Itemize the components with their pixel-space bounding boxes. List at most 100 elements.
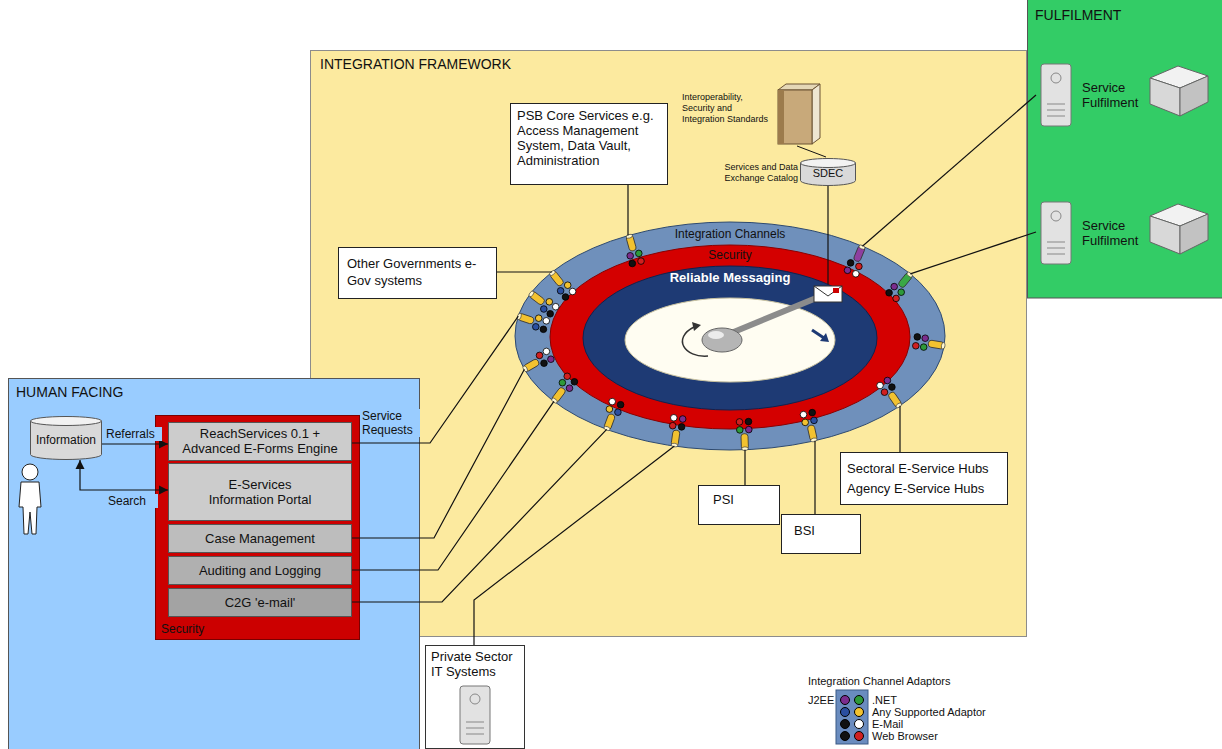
connector-line bbox=[814, 441, 815, 514]
adaptor-dot bbox=[638, 258, 645, 265]
building-icon bbox=[1150, 66, 1208, 254]
connector bbox=[828, 186, 829, 284]
adaptor-plug bbox=[741, 434, 749, 450]
adaptor-dot bbox=[886, 290, 893, 297]
node-text: Security bbox=[550, 248, 910, 262]
connector bbox=[352, 369, 524, 538]
region-panel: INTEGRATION FRAMEWORKPSB Core Services e… bbox=[310, 50, 1027, 637]
adaptor-plug bbox=[549, 270, 556, 277]
adaptor-dot bbox=[569, 288, 576, 295]
edge-label: Search bbox=[108, 494, 158, 508]
building-icon bbox=[1150, 216, 1180, 254]
adaptor-dot bbox=[844, 267, 851, 274]
adaptor-plug bbox=[807, 425, 817, 442]
node-text: ReachServices 0.1 + Advanced E-Forms Eng… bbox=[173, 426, 347, 456]
function-box: E-Services Information Portal bbox=[168, 463, 352, 521]
adaptor-plug bbox=[853, 245, 866, 262]
adaptor-plug bbox=[941, 342, 946, 349]
connector-line bbox=[352, 429, 607, 602]
server-icon bbox=[460, 686, 490, 744]
ring-band: Integration ChannelsSecurityReliable Mes… bbox=[515, 222, 945, 450]
adaptor-plug bbox=[522, 358, 540, 372]
adaptor-dot bbox=[891, 283, 898, 290]
standards-book bbox=[778, 90, 784, 144]
person-icon bbox=[22, 464, 38, 480]
legend-text: Any Supported Adaptor bbox=[872, 706, 986, 718]
adaptor-dot bbox=[636, 250, 643, 257]
connector bbox=[352, 401, 554, 570]
connector bbox=[628, 185, 629, 236]
legend-swatch bbox=[854, 695, 864, 705]
catalog-leader bbox=[797, 146, 826, 157]
server-icon bbox=[1047, 242, 1065, 243]
node-text: Information bbox=[30, 433, 102, 447]
service-box: BSI bbox=[781, 514, 861, 554]
connector-line bbox=[352, 369, 524, 538]
adaptor-dot bbox=[535, 315, 542, 322]
cylinder-top bbox=[31, 417, 102, 426]
cylinder-top bbox=[801, 159, 856, 168]
adaptor-dot bbox=[736, 419, 743, 426]
catalog-leader bbox=[797, 146, 826, 157]
adaptor-plug bbox=[551, 387, 567, 405]
node-text: C2G 'e-mail' bbox=[173, 595, 347, 610]
adaptor-dot bbox=[678, 424, 685, 431]
adaptor-dot bbox=[564, 282, 571, 289]
legend-text: .NET bbox=[872, 694, 897, 706]
node-text: Service Fulfilment bbox=[1082, 218, 1142, 248]
adaptor-plug bbox=[928, 340, 945, 350]
legend-swatch bbox=[840, 695, 850, 705]
adaptor-dot bbox=[893, 295, 900, 302]
server-icon bbox=[466, 722, 484, 723]
legend-grid bbox=[836, 690, 868, 744]
adaptor-plug bbox=[603, 413, 615, 430]
standards-book bbox=[812, 84, 820, 144]
legend-title: Integration Channel Adaptors bbox=[808, 675, 1008, 688]
server-icon bbox=[466, 734, 484, 735]
channel-adaptor bbox=[516, 234, 945, 451]
hub-illustration bbox=[814, 286, 842, 296]
node-text: SDEC bbox=[800, 167, 856, 180]
legend-grid bbox=[836, 690, 868, 744]
connector-line bbox=[497, 271, 552, 272]
server-icon bbox=[1047, 116, 1065, 117]
edge-label: Service Requests bbox=[362, 409, 420, 437]
adaptor-plug bbox=[807, 425, 818, 443]
standards-book bbox=[778, 84, 820, 144]
adaptor-plug bbox=[810, 437, 817, 442]
hub-illustration bbox=[708, 331, 724, 339]
fulfilment-system: Service Fulfilment bbox=[1036, 198, 1214, 268]
server-icon bbox=[1041, 202, 1071, 264]
adaptor-dot bbox=[546, 299, 553, 306]
hub-illustration bbox=[702, 328, 742, 352]
building-icon bbox=[1180, 214, 1208, 254]
adaptor-dot bbox=[606, 406, 613, 413]
adaptor-plug bbox=[551, 397, 558, 404]
arrow-head bbox=[159, 486, 168, 495]
adaptor-dot bbox=[669, 422, 676, 429]
node-text: HUMAN FACING bbox=[16, 384, 316, 401]
connector bbox=[900, 406, 901, 452]
person-icon bbox=[19, 482, 41, 534]
server-icon bbox=[1047, 248, 1065, 249]
connector bbox=[497, 272, 552, 273]
adaptor-dot bbox=[559, 379, 566, 386]
adaptor-plug bbox=[741, 434, 749, 451]
cylinder-body bbox=[31, 421, 102, 460]
adaptor-dot bbox=[922, 335, 929, 342]
node-text: Case Management bbox=[173, 531, 347, 546]
node-text: Reliable Messaging bbox=[583, 270, 877, 285]
adaptor-plug bbox=[529, 290, 546, 305]
hub-illustration bbox=[814, 286, 842, 302]
legend-text: J2EE bbox=[808, 694, 834, 706]
function-box: ReachServices 0.1 + Advanced E-Forms Eng… bbox=[168, 422, 352, 461]
adaptor-dot bbox=[877, 382, 884, 389]
region-panel: HUMAN FACINGSecurityReachServices 0.1 + … bbox=[8, 378, 420, 749]
adaptor-dot bbox=[847, 260, 854, 267]
adaptor-dot bbox=[629, 260, 636, 267]
connector-line bbox=[474, 446, 674, 645]
node-text: BSI bbox=[794, 523, 844, 539]
connector bbox=[352, 429, 607, 602]
server-icon bbox=[1047, 110, 1065, 111]
hub-illustration bbox=[820, 333, 829, 342]
